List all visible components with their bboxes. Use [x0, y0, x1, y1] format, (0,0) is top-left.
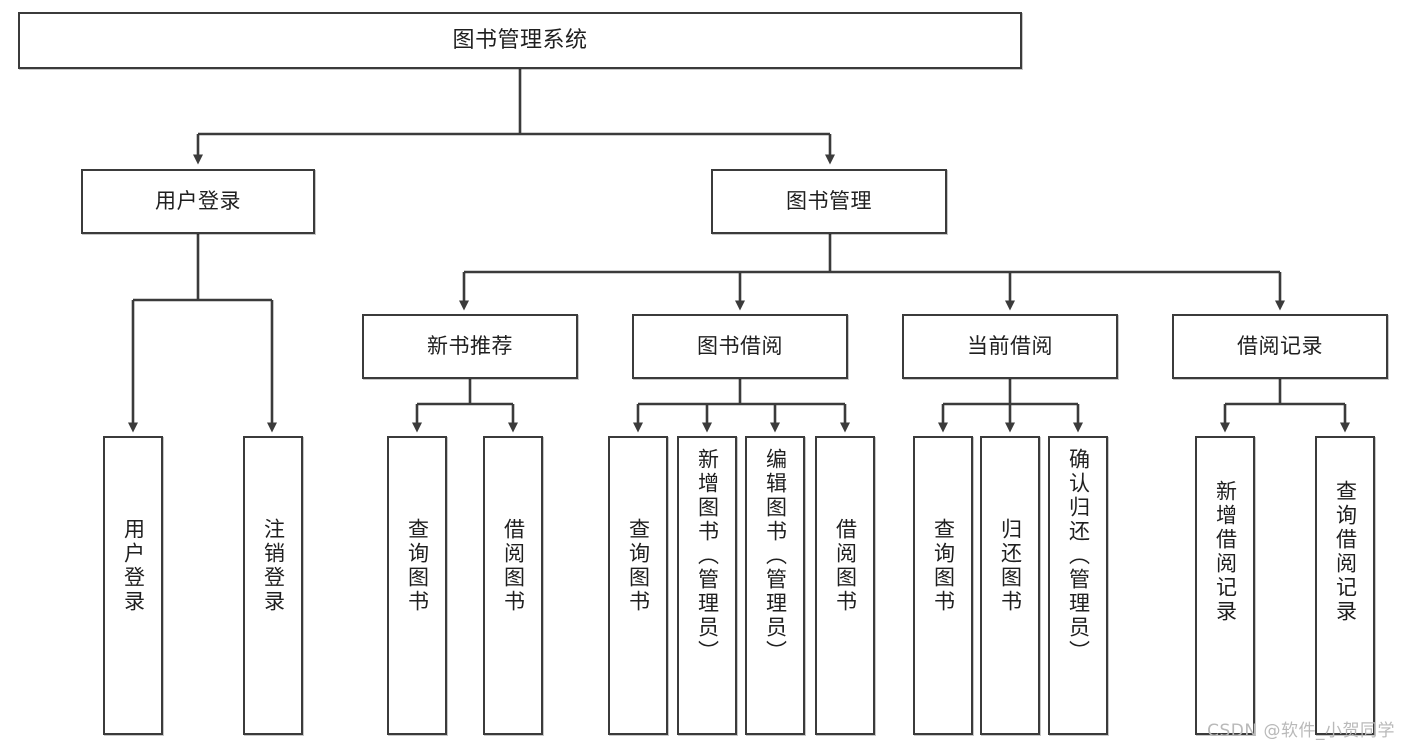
leaf-user-login-2-label: 注销登录 [261, 518, 286, 614]
leaf-book-borrow-4-label: 借阅图书 [833, 518, 858, 614]
node-new-book-recommend-label: 新书推荐 [427, 334, 513, 359]
node-root-label: 图书管理系统 [452, 27, 588, 53]
node-book-manage[interactable]: 图书管理 [711, 169, 947, 234]
leaf-borrow-record-2[interactable]: 查询借阅记录 [1315, 436, 1375, 735]
node-book-manage-label: 图书管理 [786, 189, 872, 214]
leaf-book-borrow-1[interactable]: 查询图书 [608, 436, 668, 735]
leaf-book-borrow-3[interactable]: 编辑图书（管理员） [745, 436, 805, 735]
leaf-user-login-2[interactable]: 注销登录 [243, 436, 303, 735]
leaf-current-borrow-2[interactable]: 归还图书 [980, 436, 1040, 735]
node-borrow-record-label: 借阅记录 [1237, 334, 1323, 359]
leaf-new-book-2-label: 借阅图书 [501, 518, 526, 614]
leaf-current-borrow-1[interactable]: 查询图书 [913, 436, 973, 735]
node-root[interactable]: 图书管理系统 [18, 12, 1022, 69]
node-book-borrow[interactable]: 图书借阅 [632, 314, 848, 379]
leaf-book-borrow-2-label: 新增图书（管理员） [695, 448, 720, 664]
leaf-current-borrow-1-label: 查询图书 [931, 518, 956, 614]
leaf-new-book-1[interactable]: 查询图书 [387, 436, 447, 735]
node-current-borrow-label: 当前借阅 [967, 334, 1053, 359]
leaf-current-borrow-3-label: 确认归还（管理员） [1066, 448, 1091, 664]
node-user-login-label: 用户登录 [155, 189, 241, 214]
leaf-current-borrow-2-label: 归还图书 [998, 518, 1023, 614]
leaf-user-login-1-label: 用户登录 [121, 518, 146, 614]
node-new-book-recommend[interactable]: 新书推荐 [362, 314, 578, 379]
node-current-borrow[interactable]: 当前借阅 [902, 314, 1118, 379]
leaf-current-borrow-3[interactable]: 确认归还（管理员） [1048, 436, 1108, 735]
leaf-book-borrow-3-label: 编辑图书（管理员） [763, 448, 788, 664]
leaf-book-borrow-2[interactable]: 新增图书（管理员） [677, 436, 737, 735]
leaf-new-book-2[interactable]: 借阅图书 [483, 436, 543, 735]
node-user-login[interactable]: 用户登录 [81, 169, 315, 234]
node-borrow-record[interactable]: 借阅记录 [1172, 314, 1388, 379]
leaf-user-login-1[interactable]: 用户登录 [103, 436, 163, 735]
leaf-borrow-record-1[interactable]: 新增借阅记录 [1195, 436, 1255, 735]
leaf-book-borrow-4[interactable]: 借阅图书 [815, 436, 875, 735]
node-book-borrow-label: 图书借阅 [697, 334, 783, 359]
leaf-borrow-record-1-label: 新增借阅记录 [1213, 480, 1238, 624]
leaf-new-book-1-label: 查询图书 [405, 518, 430, 614]
csdn-watermark: CSDN @软件_小贺同学 [1207, 721, 1395, 741]
leaf-borrow-record-2-label: 查询借阅记录 [1333, 480, 1358, 624]
leaf-book-borrow-1-label: 查询图书 [626, 518, 651, 614]
